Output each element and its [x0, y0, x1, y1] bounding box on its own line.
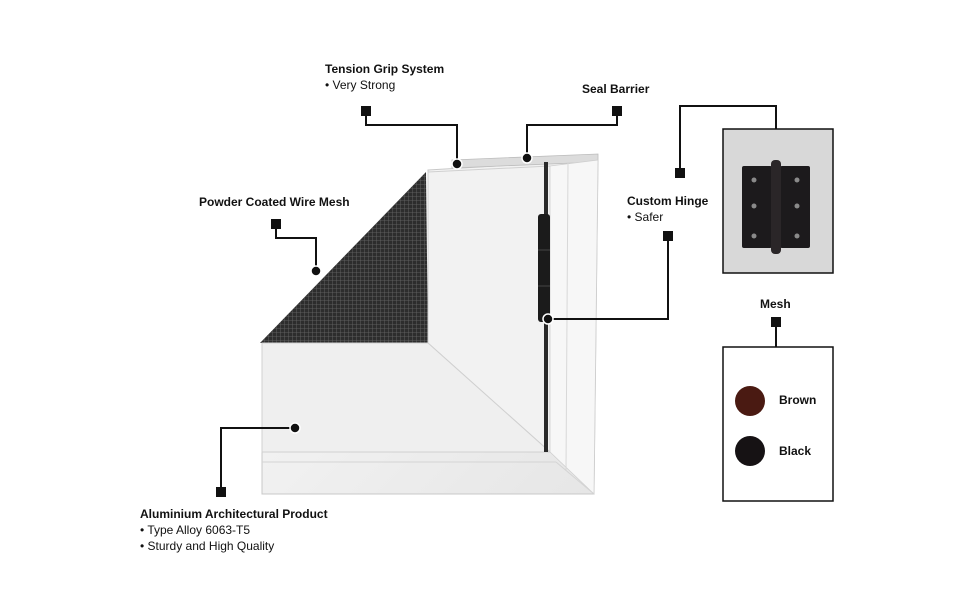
swatch-brown[interactable] — [735, 386, 765, 416]
swatch-brown-label: Brown — [779, 393, 817, 407]
aluminium-bullet-quality: • Sturdy and High Quality — [140, 539, 275, 553]
tension-grip-title: Tension Grip System — [325, 62, 445, 76]
leader-squares — [216, 106, 781, 497]
seal-barrier-leader — [526, 111, 618, 158]
aluminium-title: Aluminium Architectural Product — [140, 507, 328, 521]
custom-hinge-title: Custom Hinge — [627, 194, 709, 208]
leader-lines — [220, 105, 777, 492]
mesh-panel — [722, 346, 834, 502]
tension-grip-label: Tension Grip System • Very Strong — [325, 62, 444, 93]
wire-mesh — [260, 172, 428, 343]
powder-mesh-leader — [275, 224, 317, 270]
seal-barrier-title: Seal Barrier — [582, 82, 650, 96]
aluminium-label: Aluminium Architectural Product • Type A… — [140, 507, 328, 554]
powder-mesh-title: Powder Coated Wire Mesh — [199, 195, 350, 209]
hinge-photo — [722, 128, 834, 274]
hinge-photo-leader — [679, 105, 777, 173]
hinge-knuckle — [771, 160, 781, 254]
swatch-black[interactable] — [735, 436, 765, 466]
tension-grip-leader — [365, 111, 458, 164]
frame-corner — [260, 153, 599, 495]
custom-hinge-bullet: • Safer — [627, 210, 664, 224]
frame-hinge — [538, 214, 550, 322]
aluminium-leader — [220, 427, 295, 492]
aluminium-bullet-alloy: • Type Alloy 6063-T5 — [140, 523, 251, 537]
seal-barrier-label: Seal Barrier — [582, 82, 649, 97]
powder-mesh-label: Powder Coated Wire Mesh — [199, 195, 350, 210]
hinge-leaf-left — [742, 166, 772, 248]
tension-grip-bullet: • Very Strong — [325, 78, 396, 92]
swatch-black-label: Black — [779, 444, 812, 458]
custom-hinge-leader — [548, 236, 669, 320]
mesh-panel-label: Mesh — [760, 297, 791, 312]
custom-hinge-label: Custom Hinge • Safer — [627, 194, 708, 225]
mesh-panel-title: Mesh — [760, 297, 791, 311]
